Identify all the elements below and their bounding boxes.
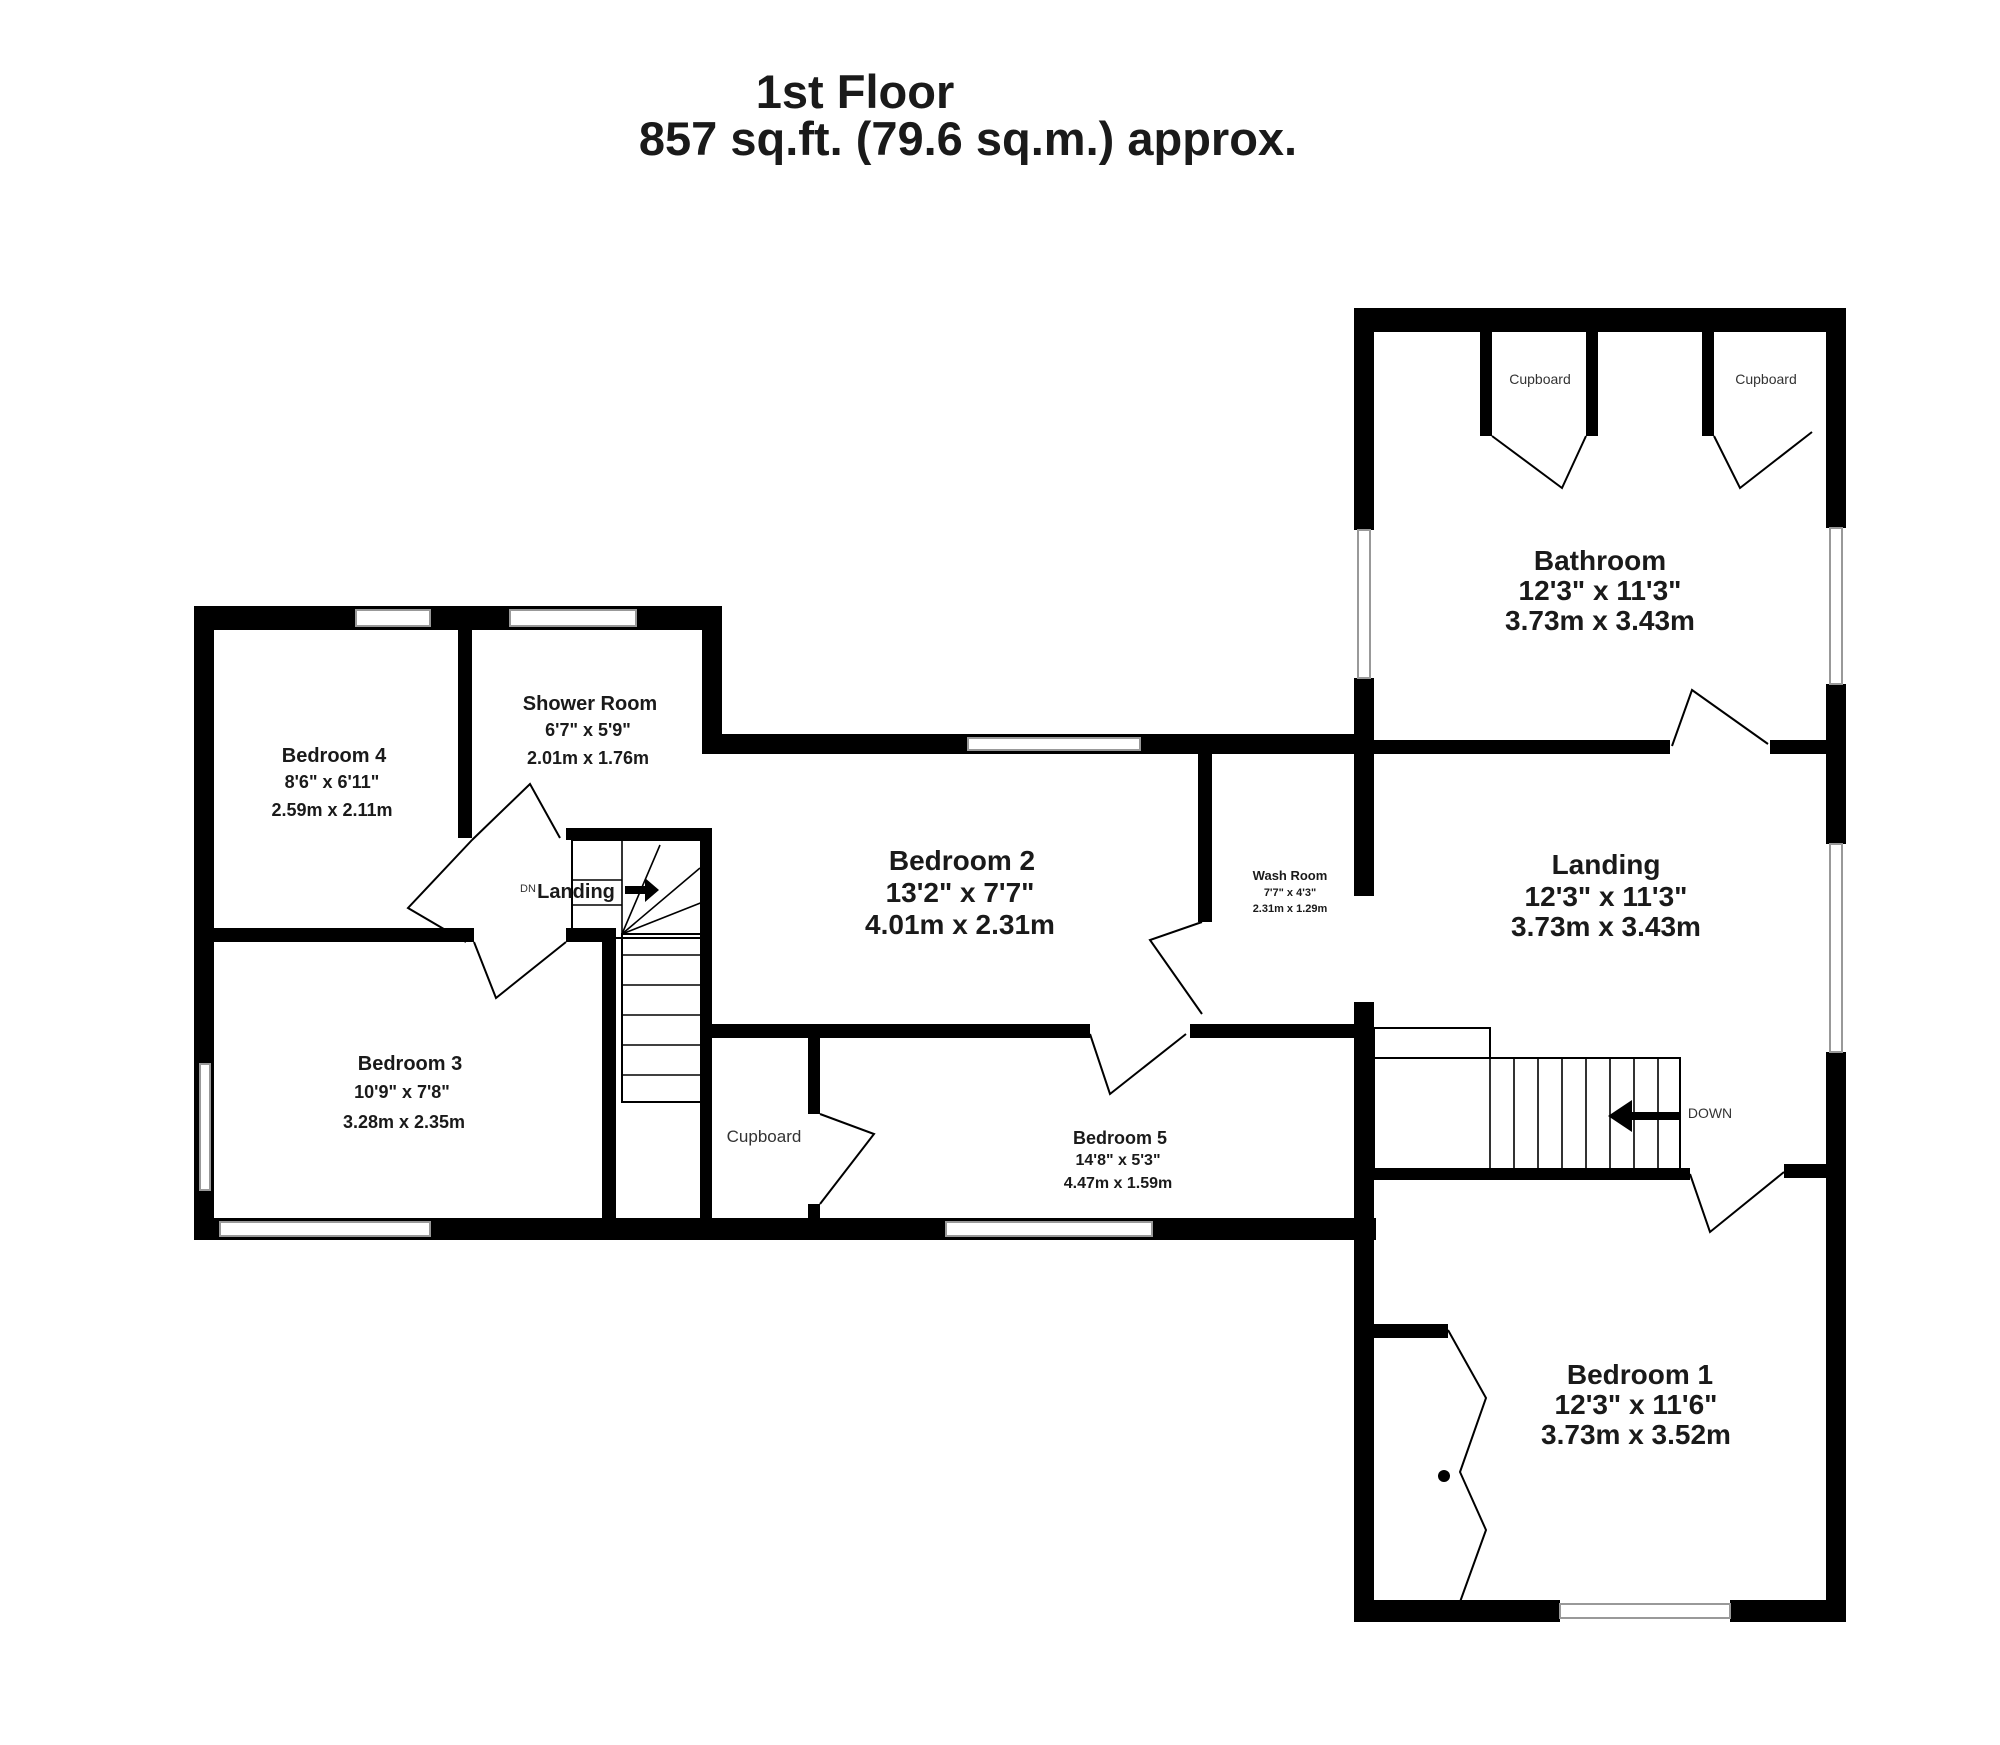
doors: [406, 431, 1813, 1603]
room-name: Bedroom 5: [1073, 1128, 1167, 1148]
room-name: Shower Room: [523, 693, 657, 715]
room-imperial: 10'9" x 7'8": [354, 1082, 450, 1102]
down-label: DOWN: [1688, 1105, 1732, 1121]
room-imperial: 12'3" x 11'3": [1525, 881, 1688, 912]
room-bedroom-3: Bedroom 3 10'9" x 7'8" 3.28m x 2.35m: [343, 1053, 465, 1132]
down-arrow-icon: [1608, 1100, 1680, 1132]
room-name: Bedroom 1: [1567, 1359, 1713, 1390]
room-bedroom-5: Bedroom 5 14'8" x 5'3" 4.47m x 1.59m: [1064, 1128, 1173, 1192]
floor-title: 1st Floor: [756, 65, 954, 118]
room-metric: 4.01m x 2.31m: [865, 909, 1055, 940]
room-imperial: 14'8" x 5'3": [1075, 1152, 1160, 1169]
room-name: Wash Room: [1253, 868, 1328, 883]
room-name: Bedroom 4: [282, 745, 387, 767]
room-metric: 3.73m x 3.43m: [1511, 911, 1701, 942]
room-name: Bedroom 2: [889, 845, 1035, 876]
room-imperial: 8'6" x 6'11": [285, 772, 380, 792]
windows: [199, 527, 1843, 1619]
room-metric: 2.59m x 2.11m: [271, 800, 392, 820]
room-imperial: 12'3" x 11'3": [1519, 575, 1682, 606]
room-name: Bathroom: [1534, 545, 1666, 576]
room-metric: 3.73m x 3.52m: [1541, 1419, 1731, 1450]
room-imperial: 7'7" x 4'3": [1264, 887, 1316, 899]
room-shower-room: Shower Room 6'7" x 5'9" 2.01m x 1.76m: [523, 693, 657, 768]
room-metric: 2.01m x 1.76m: [527, 748, 649, 768]
room-metric: 4.47m x 1.59m: [1064, 1175, 1173, 1192]
floor-area: 857 sq.ft. (79.6 sq.m.) approx.: [639, 112, 1297, 165]
room-metric: 2.31m x 1.29m: [1253, 903, 1328, 915]
room-name: Bedroom 3: [358, 1053, 462, 1075]
cupboard-label: Cupboard: [1509, 371, 1571, 387]
room-imperial: 13'2" x 7'7": [886, 877, 1035, 908]
room-metric: 3.73m x 3.43m: [1505, 605, 1695, 636]
stairs-right: [1373, 1027, 1681, 1171]
room-metric: 3.28m x 2.35m: [343, 1112, 465, 1132]
cupboard-label: Cupboard: [727, 1127, 802, 1146]
room-imperial: 6'7" x 5'9": [545, 720, 631, 740]
room-landing: Landing 12'3" x 11'3" 3.73m x 3.43m: [1511, 849, 1701, 942]
room-bedroom-2: Bedroom 2 13'2" x 7'7" 4.01m x 2.31m: [865, 845, 1055, 940]
room-bedroom-4: Bedroom 4 8'6" x 6'11" 2.59m x 2.11m: [271, 745, 392, 820]
room-name: Landing: [1552, 849, 1661, 880]
cupboard-label: Cupboard: [1735, 371, 1797, 387]
down-label-small: DN: [520, 883, 536, 895]
room-imperial: 12'3" x 11'6": [1555, 1389, 1718, 1420]
stairs-left: [571, 839, 709, 1103]
room-bedroom-1: Bedroom 1 12'3" x 11'6" 3.73m x 3.52m: [1541, 1359, 1731, 1450]
room-bathroom: Bathroom 12'3" x 11'3" 3.73m x 3.43m: [1505, 545, 1695, 636]
landing-label-small: Landing: [537, 881, 615, 903]
room-wash-room: Wash Room 7'7" x 4'3" 2.31m x 1.29m: [1253, 868, 1328, 915]
